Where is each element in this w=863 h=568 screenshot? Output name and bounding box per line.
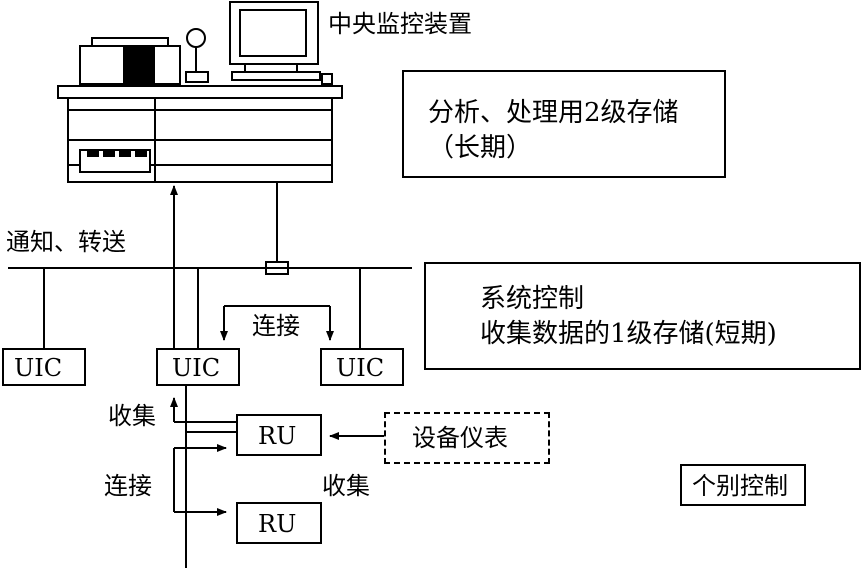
ru-bottom-box: RU [236,502,322,544]
storage-note-box: 分析、处理用2级存储 （长期） [402,70,726,178]
connect-top-label: 连接 [252,312,300,340]
system-note-line2: 收集数据的1级存储(短期) [480,319,777,350]
individual-control-box: 个别控制 [680,464,806,506]
equipment-label: 设备仪表 [412,424,508,452]
uic-right-box: UIC [320,348,404,386]
notify-transfer-label: 通知、转送 [6,228,126,256]
system-note-line1: 系统控制 [480,284,585,314]
storage-note-line2: （长期） [428,133,533,164]
connect-left-label: 连接 [104,472,152,500]
uic-center-box: UIC [156,348,240,386]
ru-bottom-label: RU [258,510,297,538]
storage-note-line1: 分析、处理用2级存储 [428,98,679,128]
uic-left-label: UIC [14,354,63,382]
collect-mid-label: 收集 [322,472,370,500]
central-monitor-label: 中央监控装置 [328,10,472,38]
collect-left-label: 收集 [108,402,156,430]
ru-top-box: RU [236,414,322,456]
uic-left-box: UIC [2,348,86,386]
uic-center-label: UIC [172,354,221,382]
individual-control-label: 个别控制 [692,472,788,500]
central-monitor-device [57,1,343,183]
system-note-box: 系统控制 收集数据的1级存储(短期) [424,262,861,370]
ru-top-label: RU [258,422,297,450]
equipment-box: 设备仪表 [384,412,550,464]
uic-right-label: UIC [336,354,385,382]
